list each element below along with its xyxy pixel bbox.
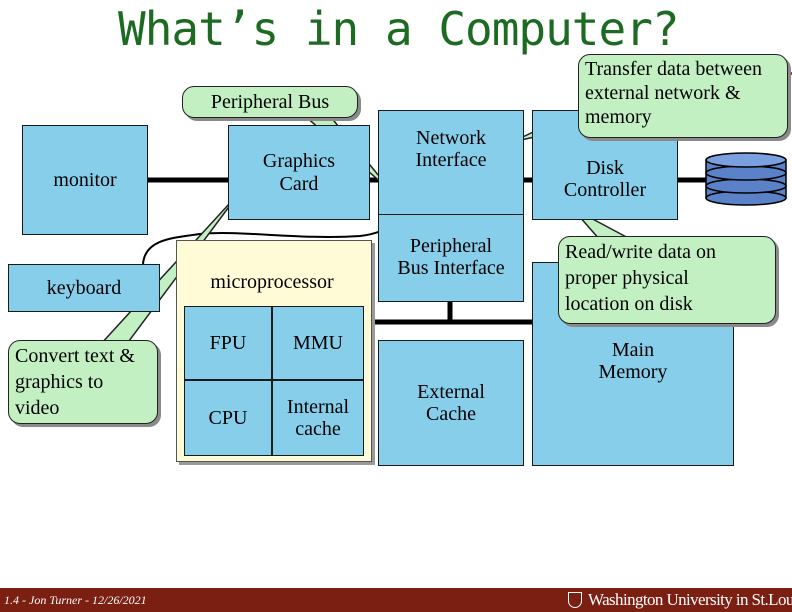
- network-interface-block: Network Interface: [378, 110, 524, 220]
- network-interface-label: Network Interface: [415, 127, 487, 172]
- peripheral-bus-interface-label: Peripheral Bus Interface: [397, 235, 505, 280]
- university-crest-icon: [568, 592, 582, 608]
- memory-bus-line: [345, 302, 532, 325]
- main-memory-label: Main Memory: [598, 339, 668, 384]
- mmu-label: MMU: [292, 331, 343, 354]
- external-cache-block: External Cache: [378, 340, 524, 466]
- keyboard-cable: [142, 221, 391, 265]
- mmu-block: MMU: [272, 306, 364, 380]
- cpu-label: CPU: [208, 406, 248, 429]
- slide-title: What’s in a Computer?: [118, 2, 680, 56]
- monitor-label: monitor: [53, 168, 117, 191]
- cpu-block: CPU: [184, 380, 272, 456]
- read-write-callout: Read/write data on proper physical locat…: [558, 236, 776, 324]
- monitor-block: monitor: [22, 125, 148, 235]
- internal-cache-block: Internal cache: [272, 380, 364, 456]
- microprocessor-label: microprocessor: [210, 271, 334, 293]
- fpu-label: FPU: [209, 331, 247, 354]
- footer-credit: 1.4 - Jon Turner - 12/26/2021: [4, 593, 147, 607]
- disk-stack-icon: [705, 152, 787, 206]
- internal-cache-label: Internal cache: [286, 395, 350, 440]
- fpu-block: FPU: [184, 306, 272, 380]
- peripheral-bus-interface-block: Peripheral Bus Interface: [378, 214, 524, 302]
- graphics-card-block: Graphics Card: [228, 125, 370, 220]
- peripheral-bus-callout: Peripheral Bus: [182, 86, 358, 118]
- external-cache-label: External Cache: [417, 380, 485, 425]
- disk-controller-label: Disk Controller: [563, 156, 647, 201]
- footer-bar: 1.4 - Jon Turner - 12/26/2021 Washington…: [0, 588, 792, 612]
- transfer-data-callout: Transfer data between external network &…: [578, 54, 788, 138]
- keyboard-label: keyboard: [44, 276, 124, 300]
- footer-institution: Washington University in St.Louis: [588, 590, 792, 609]
- keyboard-block: keyboard: [8, 264, 160, 312]
- convert-text-callout: Convert text & graphics to video: [8, 340, 158, 424]
- graphics-card-label: Graphics Card: [262, 150, 336, 195]
